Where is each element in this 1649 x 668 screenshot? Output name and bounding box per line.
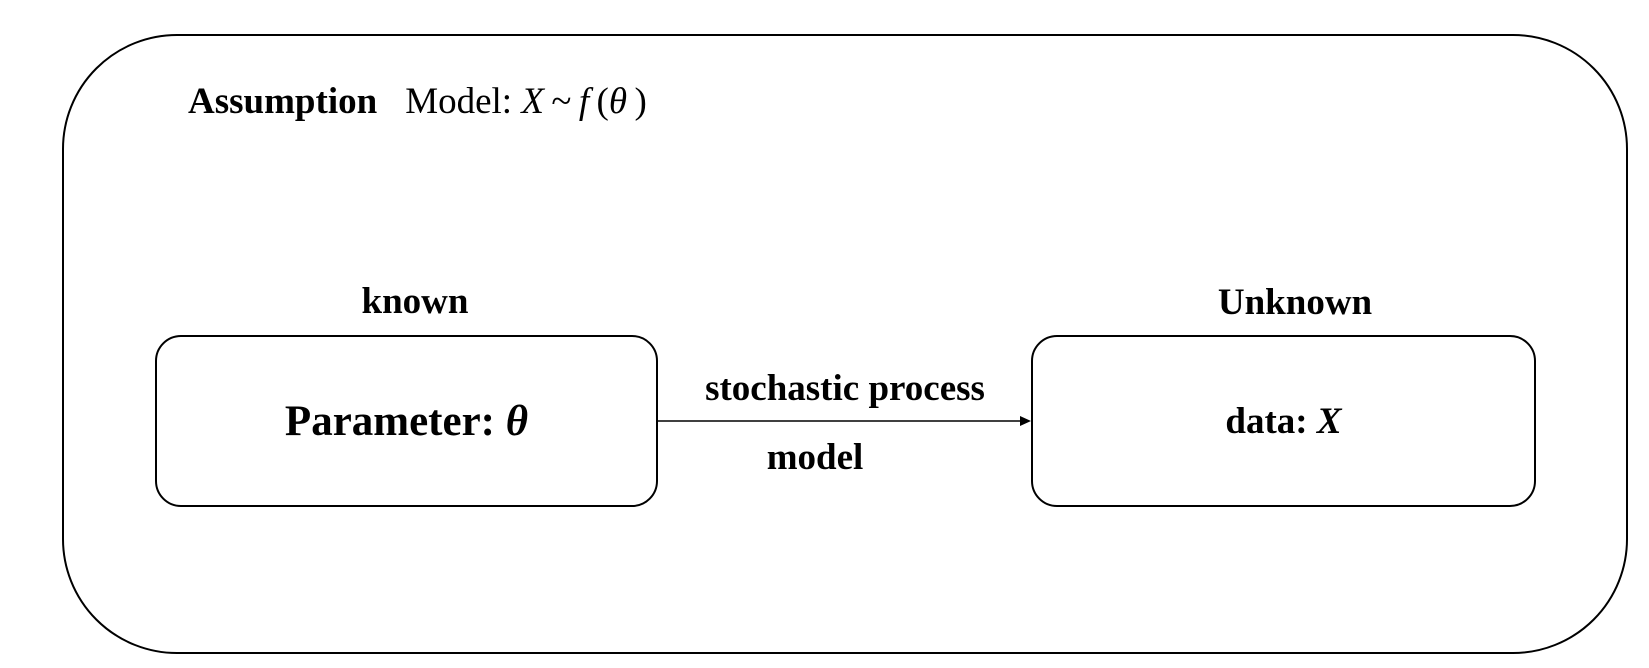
formula-close-paren: ): [634, 81, 647, 122]
arrow-label-bottom: model: [766, 437, 864, 478]
data-text: data: X: [1225, 400, 1341, 443]
data-label: data:: [1225, 400, 1308, 442]
parameter-box: Parameter: θ: [155, 335, 658, 507]
formula-open-paren: (: [596, 81, 609, 122]
assumption-label: Assumption: [188, 81, 378, 122]
known-caption: known: [361, 281, 469, 322]
unknown-caption: Unknown: [1217, 282, 1373, 323]
assumption-line: Assumption Model: X ~ f (θ ): [188, 78, 647, 126]
formula-x: X: [521, 81, 544, 122]
x-symbol: X: [1316, 400, 1342, 442]
model-formula: X ~ f (θ ): [521, 81, 646, 122]
arrow-label-top: stochastic process: [705, 368, 985, 409]
data-box: data: X: [1031, 335, 1536, 507]
formula-tilde: ~: [551, 81, 572, 122]
model-prefix: Model:: [405, 81, 513, 122]
formula-f: f: [578, 81, 590, 122]
assumption-frame: [62, 34, 1628, 654]
formula-theta: θ: [608, 81, 628, 122]
parameter-text: Parameter: θ: [285, 397, 528, 446]
parameter-label: Parameter:: [284, 397, 495, 445]
theta-symbol: θ: [505, 397, 529, 445]
